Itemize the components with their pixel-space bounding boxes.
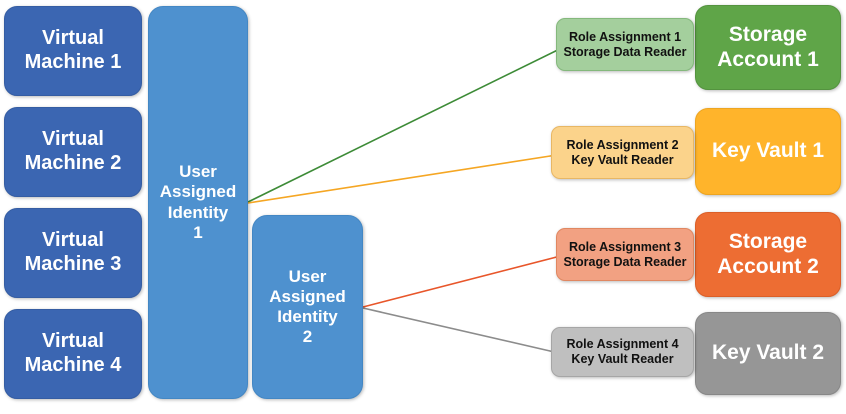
node-user-assigned-identity-1[interactable]: User Assigned Identity 1 [148,6,248,399]
connector-identity2-role4 [362,307,577,358]
node-key-vault-2[interactable]: Key Vault 2 [695,312,841,395]
node-label: Virtual Machine 3 [24,229,122,275]
node-label: Storage Account 1 [717,22,819,71]
node-label: Virtual Machine 2 [24,128,122,174]
node-virtual-machine-4[interactable]: Virtual Machine 4 [4,309,142,399]
node-label: Role Assignment 4 Key Vault Reader [566,337,679,366]
node-role-assignment-2[interactable]: Role Assignment 2 Key Vault Reader [551,126,694,179]
node-storage-account-1[interactable]: Storage Account 1 [695,5,841,90]
node-virtual-machine-1[interactable]: Virtual Machine 1 [4,6,142,96]
node-label: Virtual Machine 1 [24,27,122,73]
node-user-assigned-identity-2[interactable]: User Assigned Identity 2 [252,215,363,399]
node-label: User Assigned Identity 1 [159,162,237,242]
connector-identity2-role3 [362,251,577,308]
node-storage-account-2[interactable]: Storage Account 2 [695,212,841,297]
node-label: Role Assignment 2 Key Vault Reader [566,137,679,167]
node-label: Role Assignment 1 Storage Data Reader [563,29,687,59]
node-label: User Assigned Identity 2 [269,266,346,347]
node-label: Key Vault 1 [711,139,825,163]
node-label: Role Assignment 3 Storage Data Reader [563,239,687,269]
node-label: Storage Account 2 [717,229,819,278]
connector-identity1-role1 [247,40,577,203]
node-label: Key Vault 2 [711,341,825,365]
node-virtual-machine-3[interactable]: Virtual Machine 3 [4,208,142,298]
node-role-assignment-3[interactable]: Role Assignment 3 Storage Data Reader [556,228,694,281]
connector-identity1-role2 [247,151,577,204]
node-virtual-machine-2[interactable]: Virtual Machine 2 [4,107,142,197]
node-role-assignment-4[interactable]: Role Assignment 4 Key Vault Reader [551,327,694,377]
node-label: Virtual Machine 4 [24,330,122,376]
node-role-assignment-1[interactable]: Role Assignment 1 Storage Data Reader [556,18,694,71]
node-key-vault-1[interactable]: Key Vault 1 [695,108,841,195]
